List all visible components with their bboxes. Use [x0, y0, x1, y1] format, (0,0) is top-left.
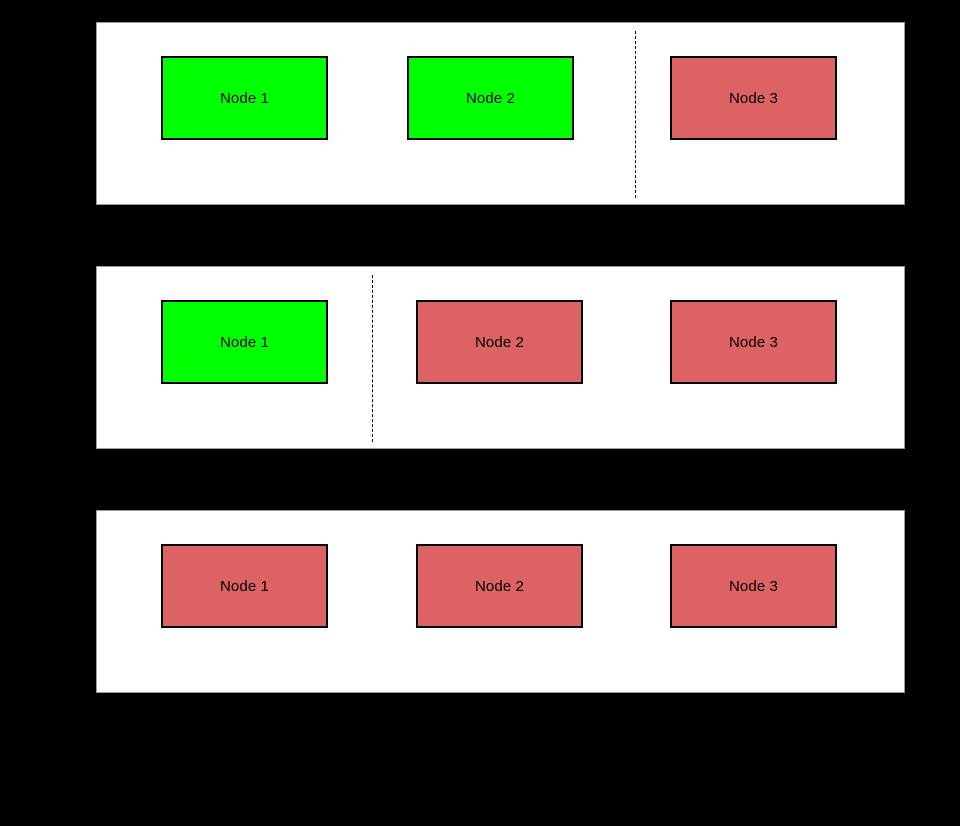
node-label: Node 2 [475, 333, 524, 351]
diagram-canvas: Node 1 Node 2 Node 3 Two out of 3 nodes … [96, 22, 905, 777]
scenario-panel-all-down: Node 1 Node 2 Node 3 All Nodes are down … [96, 510, 905, 777]
node-box-1-3[interactable]: Node 3 [670, 56, 837, 140]
node-label: Node 3 [729, 89, 778, 107]
node-box-1-2[interactable]: Node 2 [407, 56, 574, 140]
node-label: Node 2 [466, 89, 515, 107]
node-label: Node 2 [475, 577, 524, 595]
scenario-caption: All Nodes are down Majority Fails & Clus… [342, 642, 662, 826]
caption-line-1: All Nodes are down [436, 691, 568, 708]
node-box-3-2[interactable]: Node 2 [416, 544, 583, 628]
node-box-2-1[interactable]: Node 1 [161, 300, 328, 384]
node-label: Node 3 [729, 333, 778, 351]
node-box-3-1[interactable]: Node 1 [161, 544, 328, 628]
quorum-divider-line [372, 275, 373, 442]
node-box-2-2[interactable]: Node 2 [416, 300, 583, 384]
quorum-divider-line [635, 31, 636, 198]
node-label: Node 3 [729, 577, 778, 595]
node-label: Node 1 [220, 89, 269, 107]
node-label: Node 1 [220, 577, 269, 595]
node-box-3-3[interactable]: Node 3 [670, 544, 837, 628]
scenario-panel-two-up: Node 1 Node 2 Node 3 Two out of 3 nodes … [96, 22, 905, 289]
caption-line-1: Two out of 3 nodes are down [380, 447, 573, 464]
scenario-panel-two-down: Node 1 Node 2 Node 3 Two out of 3 nodes … [96, 266, 905, 533]
node-label: Node 1 [220, 333, 269, 351]
caption-line-1: Two out of 3 nodes are up [410, 203, 584, 220]
caption-line-2: Majority Fails & Cluster Stops [403, 760, 601, 777]
node-box-2-3[interactable]: Node 3 [670, 300, 837, 384]
node-box-1-1[interactable]: Node 1 [161, 56, 328, 140]
